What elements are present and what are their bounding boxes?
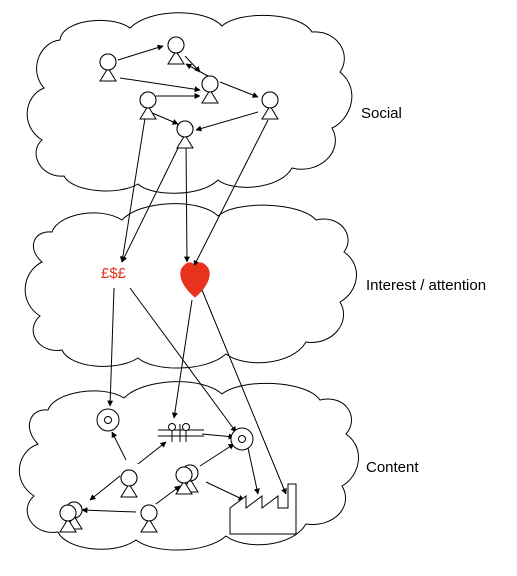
social-person-2 (167, 36, 185, 65)
social-layer-label: Social (361, 105, 402, 122)
social-person-6 (176, 120, 194, 149)
interest-to-content-edges (107, 287, 287, 495)
content-person-2 (175, 464, 199, 495)
content-person-4 (140, 504, 158, 533)
social-edges (117, 44, 269, 267)
social-person-5 (261, 91, 279, 120)
target-icon-1 (96, 408, 120, 432)
social-cloud (26, 12, 353, 194)
target-icon-2 (230, 427, 254, 451)
content-edges (81, 431, 260, 514)
interest-layer-label: Interest / attention (366, 277, 487, 294)
content-layer-label: Content (366, 459, 419, 476)
heart-icon (180, 262, 210, 298)
factory-icon (229, 483, 297, 535)
money-symbol: £$£ (101, 265, 127, 282)
filter-icon (158, 423, 204, 442)
social-person-1 (99, 53, 117, 82)
content-person-1 (120, 469, 138, 498)
content-person-3 (59, 501, 83, 533)
social-person-4 (139, 91, 157, 120)
social-person-3 (201, 75, 219, 104)
